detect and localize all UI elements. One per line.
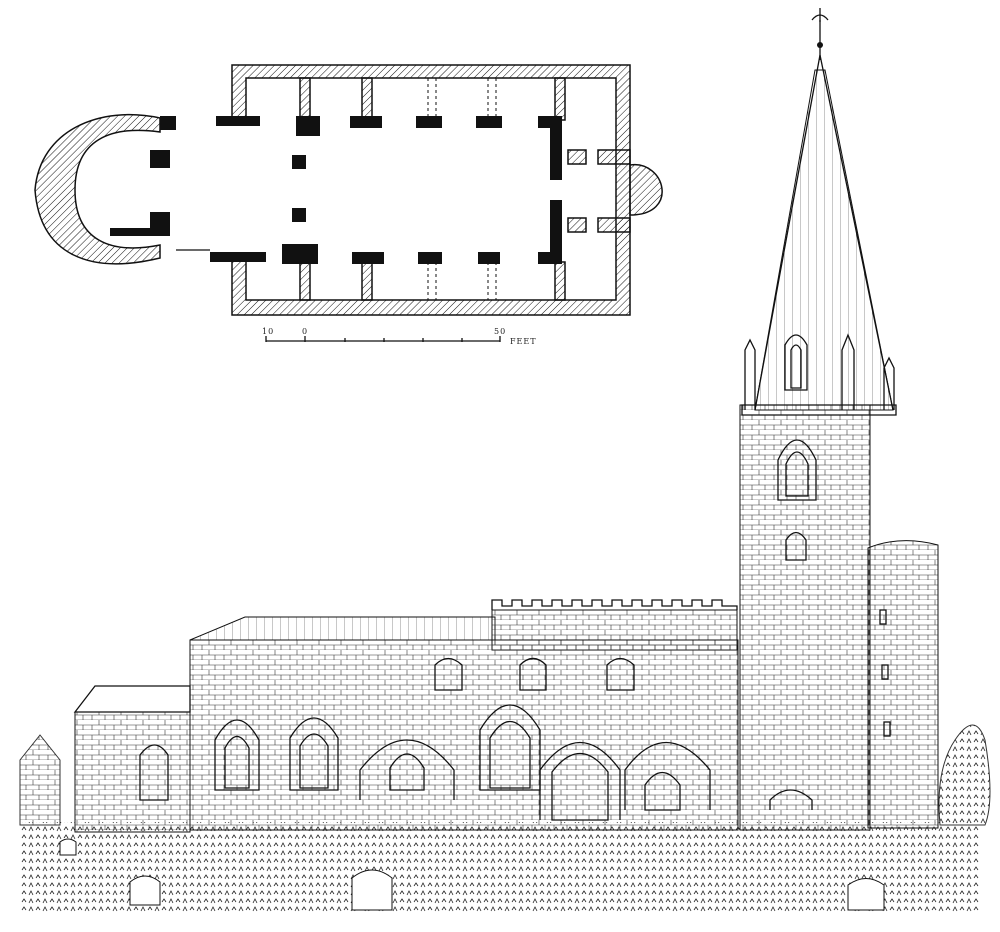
aisle-roof xyxy=(189,616,496,641)
plan-cross-walls xyxy=(299,77,566,301)
chancel xyxy=(73,685,191,833)
aisle-wall xyxy=(189,639,739,831)
cross-finial-icon xyxy=(811,8,829,60)
scale-label-10: 10 xyxy=(262,327,274,336)
tree xyxy=(938,724,991,826)
spire xyxy=(741,54,897,416)
plan-apse xyxy=(34,113,161,265)
neighbouring-building xyxy=(19,734,61,826)
scale-label-0: 0 xyxy=(302,327,308,336)
scale-label-50: 50 xyxy=(494,327,506,336)
gravestones xyxy=(59,838,885,911)
churchyard-ground xyxy=(20,822,980,912)
plan-piers xyxy=(110,116,631,264)
church-elevation xyxy=(19,8,991,912)
plan-east-apse xyxy=(629,164,663,216)
scale-bar: 10 0 50 FEET xyxy=(262,327,537,346)
plan-outer-walls xyxy=(231,64,631,316)
floor-plan: 10 0 50 FEET xyxy=(34,64,663,346)
windows xyxy=(214,657,711,821)
tower xyxy=(739,404,871,831)
scale-unit-label: FEET xyxy=(510,337,537,346)
stair-turret xyxy=(867,540,939,829)
